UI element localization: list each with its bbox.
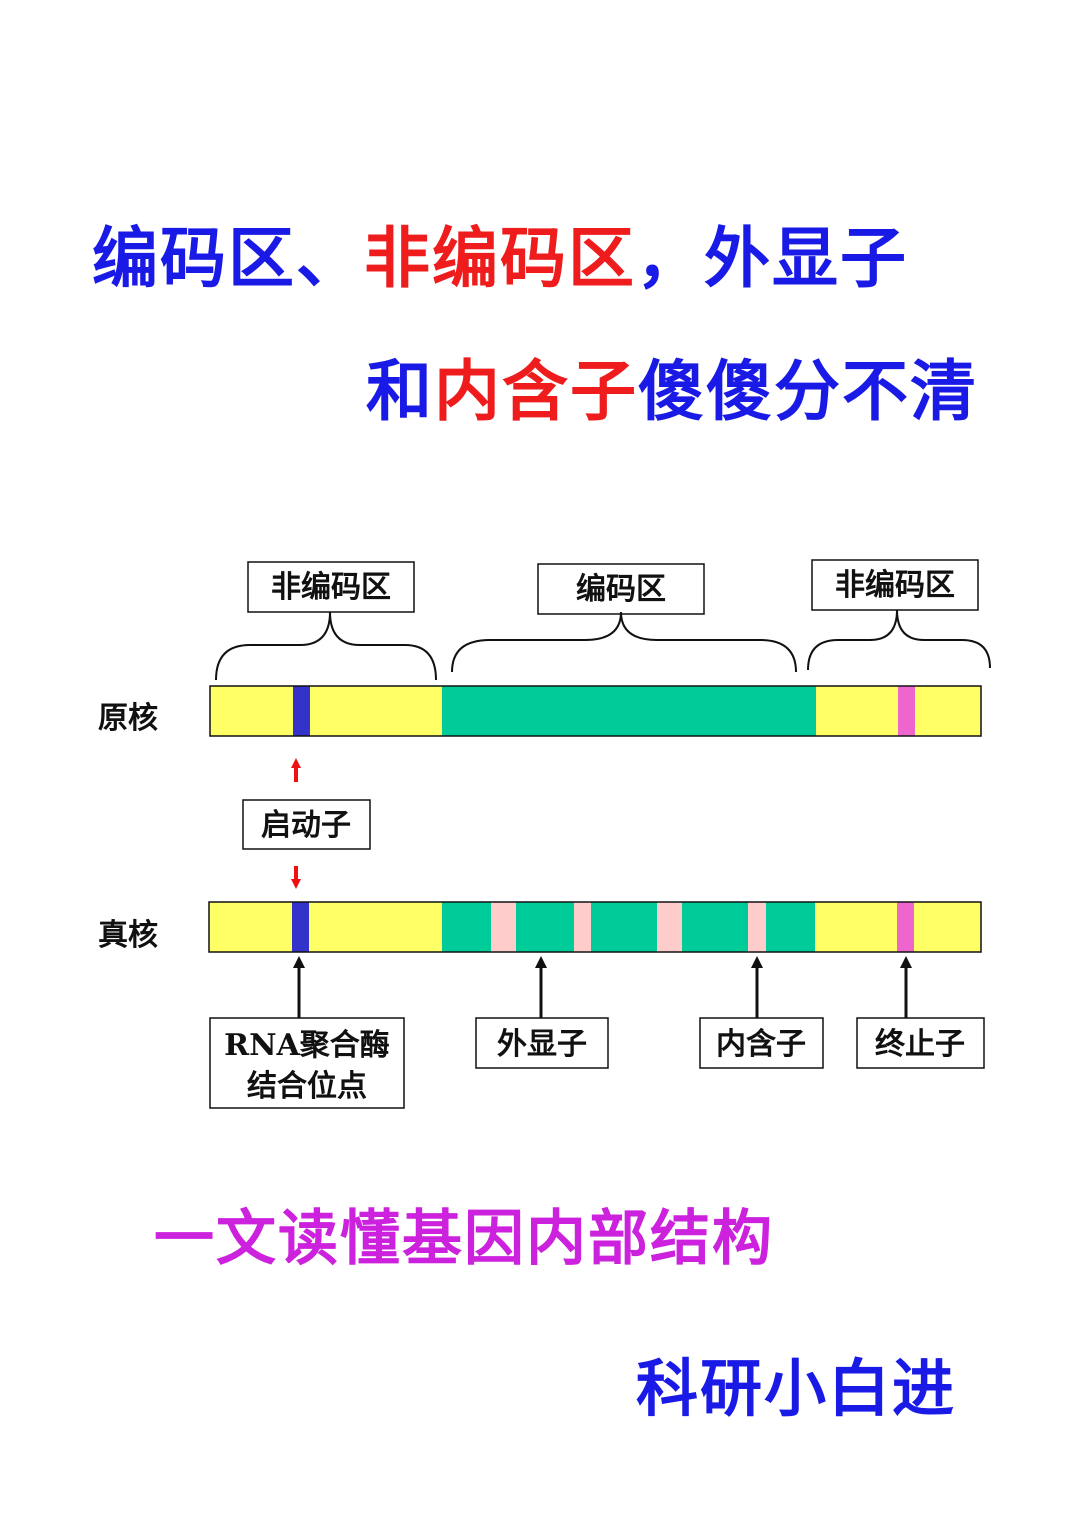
title-segment-and: 和 [366,353,434,430]
euk-intron-3 [657,902,682,952]
label-left-noncoding: 非编码区 [271,570,391,605]
title-segment-intron: 内含子 [434,353,638,430]
row-label-eukaryote: 真核 [98,918,158,953]
title-line-2: 和内含子傻傻分不清 [366,338,978,434]
title-segment-exon: ，外显子 [636,220,908,297]
label-coding: 编码区 [576,572,666,607]
euk-terminator-site [897,902,914,952]
label-rna-pol-line1: RNA聚合酶 [224,1028,390,1063]
title-segment-confused: 傻傻分不清 [638,353,978,430]
prok-terminator-site [898,686,915,736]
euk-intron-1 [491,902,516,952]
label-right-noncoding: 非编码区 [835,568,955,603]
brace-right-noncoding [807,609,991,671]
label-intron: 内含子 [716,1027,806,1062]
prok-promoter-site [293,686,310,736]
label-rna-pol-line2: 结合位点 [247,1069,367,1104]
label-box-exon: 外显子 [475,1017,609,1069]
eukaryote-gene-bar [208,901,982,953]
subtitle: 一文读懂基因内部结构 [154,1204,774,1274]
brace-coding [451,611,797,673]
gene-structure-diagram: 非编码区 编码区 非编码区 原核 真核 启动子 [98,559,991,1109]
label-box-left-noncoding: 非编码区 [247,561,415,613]
label-box-terminator: 终止子 [856,1017,985,1069]
title-segment-noncoding-region: 非编码区 [364,220,636,297]
euk-intron-2 [574,902,591,952]
title-segment-coding-region: 编码区、 [92,220,364,297]
prok-coding-region [442,686,816,736]
brace-left-noncoding [215,611,437,681]
label-promoter: 启动子 [261,808,351,843]
label-box-rna-pol-site: RNA聚合酶 结合位点 [209,1017,405,1109]
label-exon: 外显子 [497,1027,587,1062]
prok-noncoding-upstream [210,686,442,736]
label-terminator: 终止子 [875,1027,965,1062]
label-box-right-noncoding: 非编码区 [811,559,979,611]
label-box-coding: 编码区 [537,563,705,615]
row-label-prokaryote: 原核 [98,701,158,736]
title-line-1: 编码区、非编码区，外显子 [92,205,908,301]
euk-promoter-site [292,902,309,952]
author-name: 科研小白进 [636,1352,957,1425]
euk-intron-4 [748,902,766,952]
prokaryote-gene-bar [209,685,982,737]
label-box-promoter: 启动子 [242,799,371,850]
euk-noncoding-upstream [209,902,442,952]
label-box-intron: 内含子 [699,1017,824,1069]
